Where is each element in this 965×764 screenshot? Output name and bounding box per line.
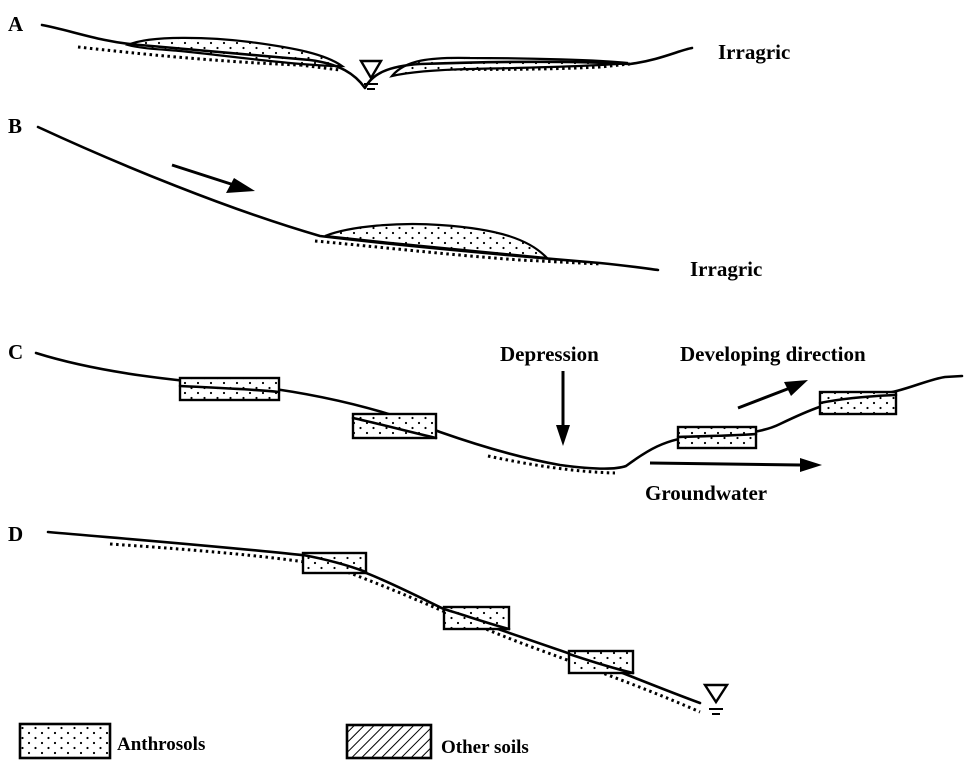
water-table-icon	[705, 685, 727, 714]
panel-d-letter: D	[8, 522, 23, 546]
panel-d-ground-surface	[48, 532, 700, 703]
panel-c-depression-label: Depression	[500, 342, 599, 366]
developing-direction-arrow-icon	[738, 380, 808, 408]
legend-anthrosols-label: Anthrosols	[117, 734, 205, 755]
legend-other-soils: Other soils	[347, 725, 529, 758]
panel-b: B Irragric	[8, 114, 762, 281]
legend-other-soils-label: Other soils	[441, 737, 529, 758]
panel-d: D	[8, 522, 727, 714]
legend: Anthrosols Other soils	[20, 724, 529, 758]
panel-d-other-soils	[110, 544, 700, 712]
depression-arrow-icon	[556, 371, 570, 446]
other-soils-swatch	[347, 725, 431, 758]
panel-a: A Irragric	[8, 12, 790, 89]
panel-b-ground-surface	[38, 127, 658, 270]
panel-a-letter: A	[8, 12, 24, 36]
panel-c-surface-overlay	[180, 386, 896, 438]
panel-c-letter: C	[8, 340, 23, 364]
anthrosols-swatch	[20, 724, 110, 758]
groundwater-arrow-icon	[650, 458, 822, 472]
panel-c: C Depression Developing direction Ground…	[8, 340, 962, 505]
panel-c-developing-label: Developing direction	[680, 342, 866, 366]
panel-c-groundwater-label: Groundwater	[645, 481, 767, 505]
panel-a-note: Irragric	[718, 40, 790, 64]
panel-b-letter: B	[8, 114, 22, 138]
panel-b-note: Irragric	[690, 257, 762, 281]
panel-a-ground-surface	[42, 25, 692, 88]
legend-anthrosols: Anthrosols	[20, 724, 205, 758]
